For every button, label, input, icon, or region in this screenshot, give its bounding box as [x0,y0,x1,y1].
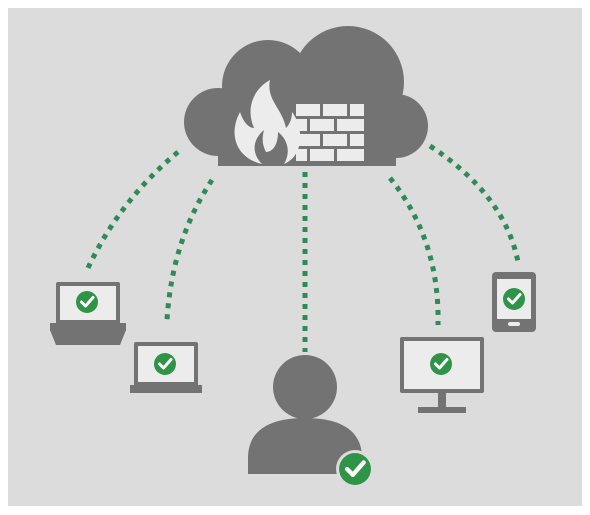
cloud-firewall-icon [184,26,428,166]
device-tablet [492,272,536,332]
connection-line-tablet [428,143,521,263]
check-badge-icon [74,289,100,315]
check-badge-icon [152,351,178,377]
brick-wall-icon [296,104,364,161]
connection-line-laptop-left [85,150,180,270]
connection-line-desktop-monitor [388,176,441,326]
check-badge-icon [428,351,454,377]
device-desktop-monitor [400,337,484,413]
connections [85,143,521,352]
device-laptop-left [50,282,126,345]
connection-line-laptop-small [164,178,215,321]
check-badge-icon [501,286,527,312]
check-badge-icon [339,453,371,485]
flame-icon [234,80,301,164]
device-laptop-small [130,342,202,393]
user-icon [248,355,362,474]
device-user [248,355,374,488]
monitor-icon [400,337,484,413]
